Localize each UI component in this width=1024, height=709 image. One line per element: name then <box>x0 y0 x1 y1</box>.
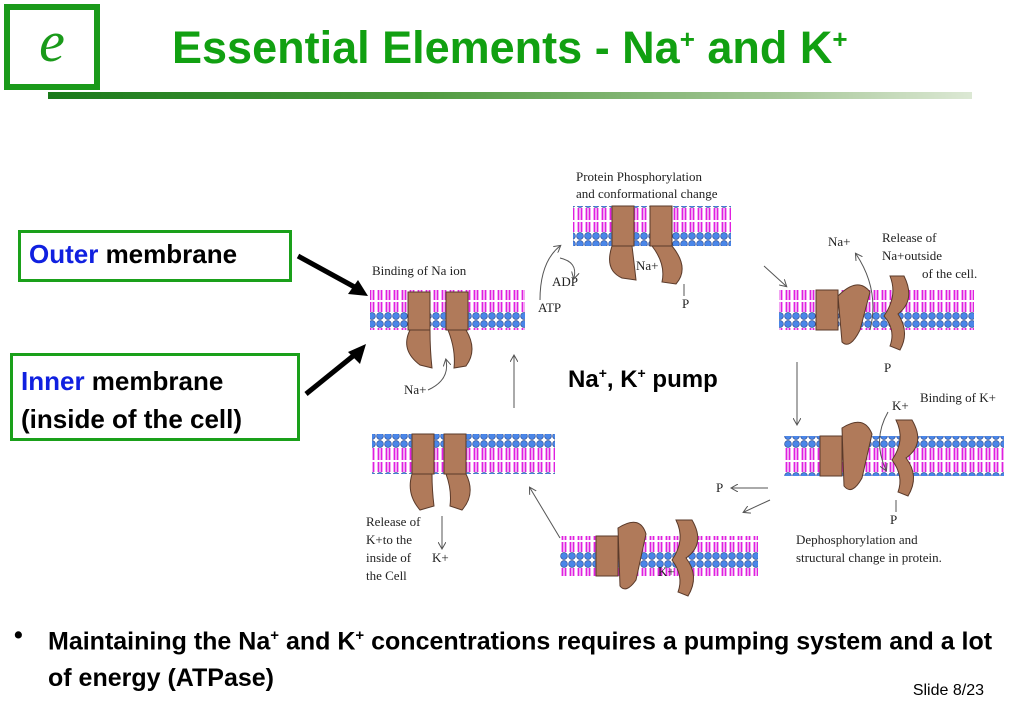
bullet-p1: Maintaining the Na <box>48 627 271 656</box>
inner-label-rest: membrane <box>84 366 224 396</box>
title-sup-2: + <box>832 24 848 54</box>
inner-label-line2: (inside of the cell) <box>21 404 243 434</box>
step6-title-4: the Cell <box>366 568 407 583</box>
step3-ion: Na+ <box>828 234 851 249</box>
step2-title-2: and conformational change <box>576 186 718 201</box>
step1-title: Binding of Na ion <box>372 263 467 278</box>
step4-ion: K+ <box>892 398 909 413</box>
outer-pointer-arrow <box>296 253 362 293</box>
step6-ion: K+ <box>432 550 449 565</box>
step2-ion: Na+ <box>636 258 659 273</box>
step1-binding-na: Binding of Na ion Na+ <box>370 263 525 397</box>
pump-sup-2: + <box>637 365 646 381</box>
bullet-text: Maintaining the Na+ and K+ concentration… <box>48 617 998 697</box>
bullet-dot: • <box>14 621 23 649</box>
step4-title: Binding of K+ <box>920 390 996 405</box>
step2-p: P <box>682 296 689 311</box>
pump-sup-1: + <box>598 365 607 381</box>
title-sup-1: + <box>679 24 695 54</box>
inner-pointer-head <box>348 344 366 364</box>
outer-membrane-label: Outer membrane <box>18 230 292 282</box>
step2-title-1: Protein Phosphorylation <box>576 169 703 184</box>
step3-title-2: Na+outside <box>882 248 942 263</box>
step6-release-k: Release of K+to the inside of the Cell K… <box>366 433 555 583</box>
title-middle: and K <box>694 22 833 73</box>
pump-rest: pump <box>645 366 718 393</box>
step4-caption-2: structural change in protein. <box>796 550 942 565</box>
title-rule <box>48 92 972 99</box>
outer-label-blue: Outer <box>29 239 99 269</box>
step6-title-2: K+to the <box>366 532 412 547</box>
inner-membrane-label: Inner membrane (inside of the cell) <box>10 353 300 441</box>
inner-label-blue: Inner <box>21 366 85 396</box>
step4-caption-1: Dephosphorylation and <box>796 532 918 547</box>
step6-title-3: inside of <box>366 550 412 565</box>
bullet-sup-1: + <box>270 627 279 644</box>
bullet-p2: and K <box>279 627 356 656</box>
step4-p-out: P <box>716 480 723 495</box>
step1-ion: Na+ <box>404 382 427 397</box>
page-title: Essential Elements - Na+ and K+ <box>172 22 848 74</box>
step5-k-bound: K+ <box>560 519 758 597</box>
step5-ion: K+ <box>658 564 675 579</box>
pump-na: Na <box>568 366 599 393</box>
step2-atp: ATP <box>538 300 561 315</box>
outer-pointer-head <box>348 280 368 296</box>
slide-number: Slide 8/23 <box>912 682 984 699</box>
outer-label-rest: membrane <box>98 239 238 269</box>
step4-binding-k: K+ Binding of K+ P P Dephosphorylation a… <box>716 390 1004 565</box>
step6-title-1: Release of <box>366 514 421 529</box>
step3-title-3: of the cell. <box>922 266 977 281</box>
bullet-p3: concentrations requires a pumping system… <box>48 627 993 693</box>
pump-k: , K <box>606 366 638 393</box>
logo: e <box>4 4 100 90</box>
bullet-sup-2: + <box>355 627 365 644</box>
step4-p-bottom: P <box>890 512 897 527</box>
cycle-arrows <box>514 265 797 539</box>
inner-pointer-arrow <box>304 350 360 396</box>
step3-release-na: Na+ Release of Na+outside of the cell. P <box>779 230 977 375</box>
step2-phosphorylation: Protein Phosphorylation and conformation… <box>538 169 731 315</box>
logo-letter: e <box>39 9 65 74</box>
step3-p: P <box>884 360 891 375</box>
title-prefix: Essential Elements - Na <box>172 22 680 73</box>
step3-title-1: Release of <box>882 230 937 245</box>
pump-center-label: Na+, K+ pump <box>568 365 718 394</box>
